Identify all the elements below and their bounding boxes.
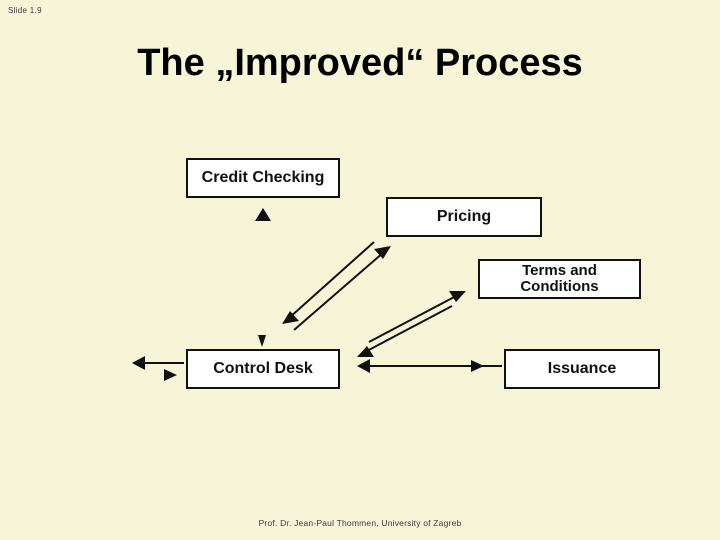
node-credit-checking[interactable]: Credit Checking	[186, 158, 340, 198]
arrowhead-pricing-control	[282, 311, 299, 324]
arrow-right-marker-issuance	[471, 360, 484, 372]
node-pricing-label: Pricing	[436, 208, 492, 226]
line-pricing-control	[288, 241, 375, 319]
line-control-pricing	[293, 251, 385, 331]
line-terms-control	[364, 305, 453, 353]
arrowhead-control-pricing	[374, 246, 391, 259]
node-terms-and-conditions[interactable]: Terms and Conditions	[478, 259, 641, 299]
arrow-down-control	[258, 335, 266, 347]
line-control-terms	[368, 294, 459, 343]
node-control-desk[interactable]: Control Desk	[186, 349, 340, 389]
arrow-right-marker-control-out	[164, 369, 177, 381]
slide-footer: Prof. Dr. Jean-Paul Thommen, University …	[258, 518, 462, 528]
arrow-up-credit	[255, 208, 271, 221]
node-control-desk-label: Control Desk	[213, 360, 313, 378]
slide-number: Slide 1.9	[8, 6, 42, 15]
node-credit-checking-label: Credit Checking	[201, 169, 325, 187]
node-issuance-label: Issuance	[547, 360, 617, 378]
arrowhead-control-out	[132, 356, 145, 370]
arrowhead-issuance-control	[357, 359, 370, 373]
node-terms-and-conditions-label: Terms and Conditions	[520, 261, 599, 295]
arrowhead-control-terms	[449, 291, 466, 302]
node-issuance[interactable]: Issuance	[504, 349, 660, 389]
page-title: The „Improved“ Process	[137, 42, 583, 84]
arrowhead-terms-control	[357, 346, 374, 357]
node-pricing[interactable]: Pricing	[386, 197, 542, 237]
